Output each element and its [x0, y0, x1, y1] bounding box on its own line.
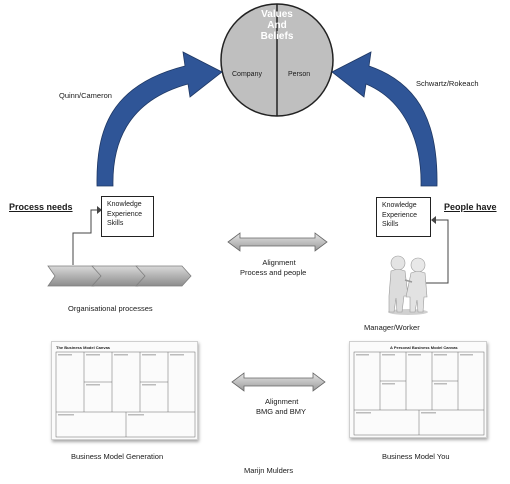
people-connector: [425, 219, 449, 284]
author-label: Marijn Mulders: [244, 466, 294, 475]
alignment-top-line-2: Process and people: [240, 268, 307, 277]
alignment-top-line-1: Alignment: [262, 258, 296, 267]
alignment-top-label: Alignment: [252, 258, 306, 268]
business-model-you-caption: Business Model You: [382, 452, 450, 461]
process-connector-arrowhead: [97, 206, 102, 214]
left-curved-arrow: [96, 51, 223, 187]
alignment-bottom-line-2: BMG and BMY: [256, 407, 307, 416]
people-box-line-1: Knowledge: [382, 202, 417, 209]
alignment-bottom-double-arrow: [231, 372, 326, 392]
people-have-heading: People have: [444, 202, 497, 212]
process-connector: [72, 209, 97, 265]
process-box-line-3: Skills: [107, 220, 124, 227]
process-needs-heading: Process needs: [9, 202, 73, 212]
people-box-line-2: Experience: [382, 211, 418, 219]
manager-worker-caption: Manager/Worker: [364, 323, 420, 332]
values-title-line-3: Beliefs: [260, 31, 294, 42]
business-model-canvas-image: The Business Model Canvas: [51, 341, 198, 440]
alignment-bottom-line-1: Alignment: [265, 397, 299, 406]
organisational-processes-caption: Organisational processes: [68, 304, 153, 313]
alignment-top-double-arrow: [227, 232, 328, 252]
process-box-line-2: Experience: [107, 210, 143, 218]
canvas-right-grid: [353, 351, 485, 436]
canvas-left-grid: [55, 351, 196, 438]
right-curved-arrow: [331, 51, 438, 187]
process-chevron-3: [135, 265, 192, 287]
personal-business-model-canvas-image: A Personal Business Model Canvas: [349, 341, 487, 438]
canvas-left-title: The Business Model Canvas: [56, 345, 111, 350]
process-box-line-1: Knowledge: [107, 201, 142, 208]
manager-worker-figures: [388, 255, 428, 315]
people-box-line-3: Skills: [382, 221, 399, 228]
values-title-line-1: Values: [261, 9, 293, 20]
people-connector-arrowhead: [431, 216, 436, 224]
values-person-label: Person: [288, 71, 311, 78]
quinn-cameron-label: Quinn/Cameron: [59, 91, 112, 100]
business-model-generation-caption: Business Model Generation: [71, 452, 164, 461]
values-company-label: Company: [232, 71, 262, 78]
values-title: Values And Beliefs: [237, 9, 317, 42]
values-title-line-2: And: [267, 20, 287, 31]
canvas-right-title: A Personal Business Model Canvas: [390, 345, 458, 350]
schwartz-rokeach-label: Schwartz/Rokeach: [416, 79, 479, 88]
process-knowledge-box: Knowledge Experience Skills: [101, 196, 154, 237]
people-knowledge-box: Knowledge Experience Skills: [376, 197, 431, 237]
